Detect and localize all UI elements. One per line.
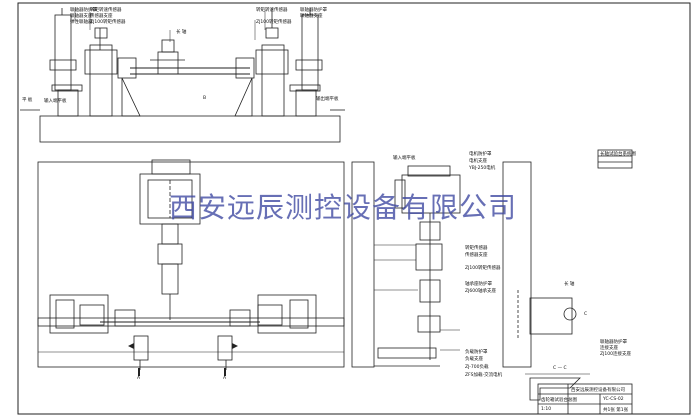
left-support — [121, 77, 141, 117]
side-column — [351, 161, 375, 368]
detail-bracket — [529, 297, 573, 335]
title-company: 西安远辰测控设备有限公司 — [571, 388, 625, 393]
label-bottom-4: ZFS加载-交流电机 — [465, 373, 503, 378]
label-left-group-3: 弹性联轴器 — [70, 20, 93, 25]
title-drawing: 齿轮箱试验台总图 — [541, 398, 577, 403]
label-bottom-2: 负载支座 — [465, 357, 483, 362]
label-motor-3: YBJ-250电机 — [469, 166, 496, 171]
left-sensor-block — [89, 44, 113, 117]
drawing-frame — [17, 2, 691, 415]
label-rbox-1: 联轴器防护罩 — [600, 340, 627, 345]
label-motor-2: 电机支座 — [469, 159, 487, 164]
right-sensor-block — [261, 44, 285, 117]
title-caption: 长轴试验台系统图 — [600, 152, 636, 157]
section-markers — [128, 343, 238, 376]
label-rbox-2: 连接支座 — [600, 346, 618, 351]
label-rbox-3: ZJ100连接支座 — [600, 352, 631, 357]
label-mid1-2: 传感器支座 — [465, 253, 488, 258]
label-left-group-1: 联轴器防护罩 — [70, 8, 97, 13]
label-right-group2-2: 联轴器支座 — [300, 14, 323, 19]
label-left-group2-3: ZJ100转矩传感器 — [90, 20, 126, 25]
label-right-small: 长 轴 — [564, 282, 575, 287]
right-pedestal — [295, 89, 317, 117]
base-platform — [39, 115, 341, 143]
horizontal-rail — [37, 317, 345, 327]
label-input-platform: 输入端平板 — [44, 99, 67, 104]
label-mid1-3: ZJ100转矩传感器 — [465, 266, 501, 271]
company-watermark: 西安远辰测控设备有限公司 — [168, 191, 517, 224]
label-section-a-left: A — [137, 376, 141, 381]
side-view — [351, 161, 461, 368]
label-motor-1: 电机防护罩 — [469, 152, 492, 157]
label-left-edge: 平 板 — [22, 98, 33, 103]
title-block — [537, 149, 633, 415]
label-output-platform: 输出端平板 — [316, 97, 339, 102]
label-section-a-right: A — [223, 376, 227, 381]
title-scale: 1:10 — [541, 407, 552, 412]
label-right-group-2: ZJ100转矩传感器 — [256, 20, 292, 25]
label-mid1-1: 转矩传感器 — [465, 246, 488, 251]
label-c-view: C — C — [553, 366, 567, 371]
label-left-group2-2: 传感器支座 — [90, 14, 113, 19]
left-plan-assembly — [49, 294, 109, 334]
right-plan-assembly — [257, 294, 317, 334]
label-right-group2-1: 联轴器防护罩 — [300, 8, 327, 13]
title-sheet: 共1张 第1张 — [603, 408, 629, 413]
label-side-top: 输入端平板 — [393, 156, 416, 161]
label-right-group-1: 转矩转速传感器 — [256, 8, 288, 13]
label-mid2-2: ZJ600轴承支座 — [465, 289, 496, 294]
right-support — [234, 77, 253, 117]
detail-view — [502, 161, 590, 401]
label-c: C — [584, 312, 588, 317]
label-shaft-top: 长 轴 — [176, 30, 187, 35]
side-motor — [401, 174, 461, 214]
label-left-group-2: 联轴器支座 — [70, 14, 93, 19]
label-bottom-1: 负载防护罩 — [465, 350, 488, 355]
label-bottom-3: ZJ-700负载 — [465, 365, 489, 370]
label-dim-b: B — [203, 96, 207, 101]
c-view-bracket — [529, 377, 581, 401]
label-mid2-1: 轴承座防护罩 — [465, 282, 492, 287]
plan-outline — [37, 161, 345, 368]
elevation-view — [20, 8, 345, 143]
label-left-group2-1: 转矩转速传感器 — [90, 8, 122, 13]
plan-view — [37, 159, 345, 370]
title-code: YC-CS-02 — [603, 397, 624, 402]
detail-column — [502, 161, 532, 368]
